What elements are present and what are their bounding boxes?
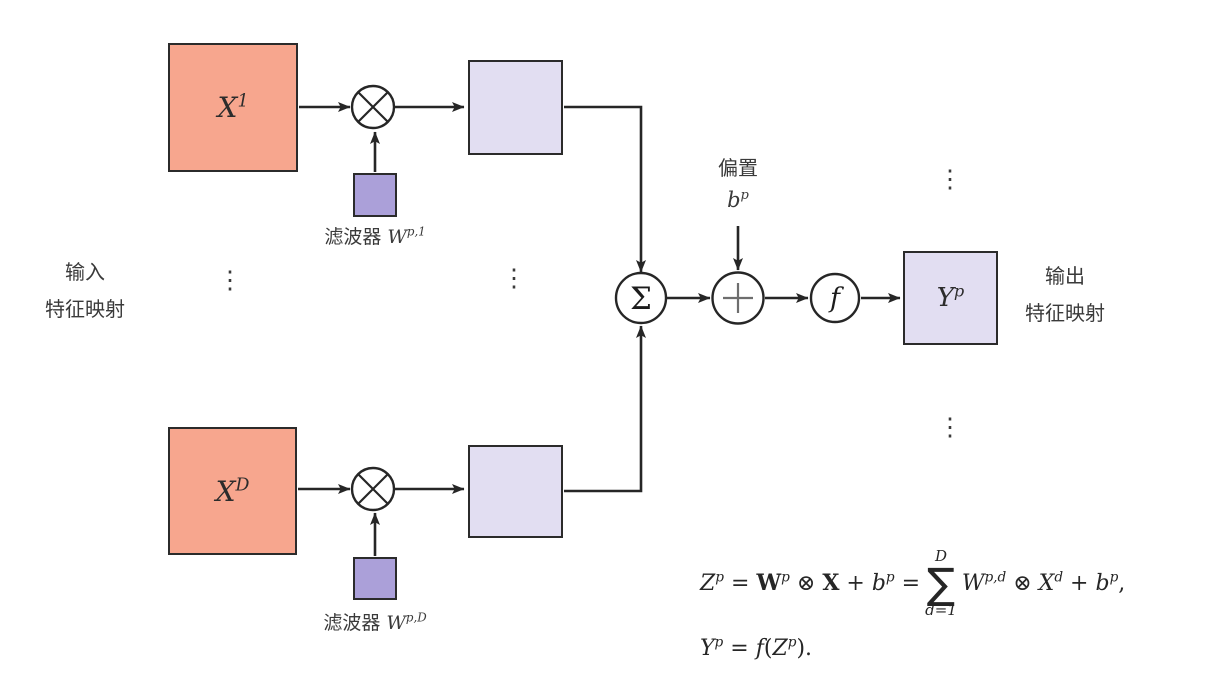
formula-line-2: Yp = f(Zp). bbox=[700, 634, 813, 661]
summation-stack: D ∑ d=1 bbox=[925, 548, 957, 619]
activation-node: f bbox=[809, 272, 861, 324]
sigma-symbol: Σ bbox=[630, 281, 652, 317]
filter-w1-box bbox=[353, 173, 397, 217]
sum-node: Σ bbox=[614, 271, 668, 325]
filter-wd-box bbox=[353, 557, 397, 600]
input-label-line1: 输入 bbox=[65, 260, 105, 284]
filter-wd-caption: 滤波器 Wp,D bbox=[323, 610, 427, 634]
xd-label: XD bbox=[215, 474, 250, 508]
ellipsis-left-icon: ⋮ bbox=[217, 265, 243, 294]
output-label-line2: 特征映射 bbox=[1025, 301, 1105, 325]
output-map-yp-box: Yp bbox=[903, 251, 998, 345]
arrow-map1-to-sum bbox=[564, 105, 646, 273]
yp-label: Yp bbox=[936, 281, 965, 313]
output-label-line1: 输出 bbox=[1045, 264, 1085, 288]
formula-line1-right: Wp,d ⊗ Xd + bp, bbox=[961, 569, 1126, 596]
formula-line1-left: Zp = Wp ⊗ X + bp = bbox=[700, 570, 921, 597]
conv-result-d-box bbox=[468, 445, 563, 538]
formula-line-1: Zp = Wp ⊗ X + bp = D ∑ d=1 Wp,d ⊗ Xd + b… bbox=[700, 548, 1125, 619]
circled-times-icon-1 bbox=[350, 84, 396, 130]
input-label-line2: 特征映射 bbox=[45, 297, 125, 321]
filter-w1-caption: 滤波器 Wp,1 bbox=[324, 224, 426, 248]
output-feature-maps-label: 输出 特征映射 bbox=[1006, 258, 1124, 332]
plus-icon bbox=[711, 271, 765, 325]
input-map-x1-box: X1 bbox=[168, 43, 298, 172]
conv-result-1-box bbox=[468, 60, 563, 155]
circled-times-icon-d bbox=[350, 466, 396, 512]
bias-symbol: bp bbox=[727, 188, 749, 212]
ellipsis-output-top-icon: ⋮ bbox=[937, 164, 963, 193]
bias-caption: 偏置 bbox=[718, 156, 758, 180]
ellipsis-output-bottom-icon: ⋮ bbox=[937, 412, 963, 441]
sum-limit-upper: D bbox=[934, 547, 947, 565]
big-sigma-icon: ∑ bbox=[926, 558, 956, 608]
input-feature-maps-label: 输入 特征映射 bbox=[18, 254, 152, 328]
x1-label: X1 bbox=[217, 91, 249, 124]
arrow-mapd-to-sum bbox=[564, 325, 646, 493]
sum-limit-lower: d=1 bbox=[925, 601, 957, 620]
ellipsis-middle-icon: ⋮ bbox=[501, 263, 527, 292]
input-map-xd-box: XD bbox=[168, 427, 297, 555]
